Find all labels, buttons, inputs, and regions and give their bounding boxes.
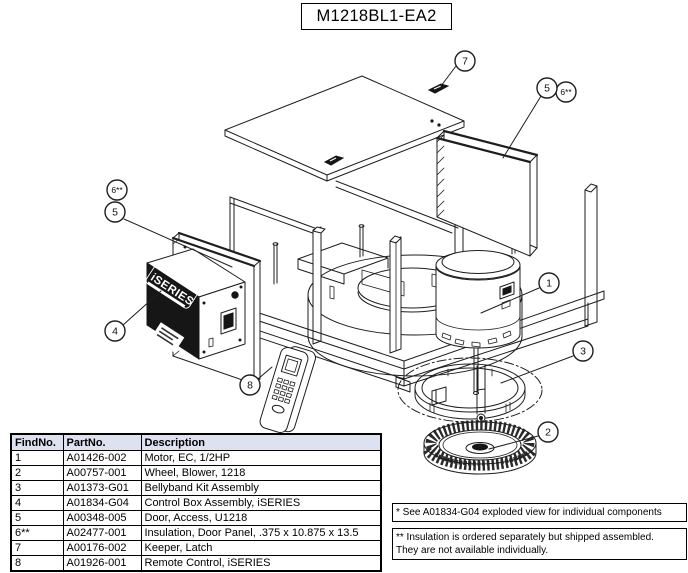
corner-posts <box>312 183 598 354</box>
parts-table-header: FindNo. PartNo. Description <box>10 433 382 451</box>
callout-8: 8 <box>239 374 261 396</box>
control-box: iSERIES <box>145 248 246 360</box>
footnote-2-line-1: ** Insulation is ordered separately but … <box>396 532 654 543</box>
motor-vents <box>441 330 512 348</box>
svg-text:1: 1 <box>546 278 552 290</box>
model-number: M1218BL1-EA2 <box>316 7 437 25</box>
callout-6-left: 6** <box>106 179 128 201</box>
col-findno: FindNo. <box>10 433 64 451</box>
control-box-label-sticker <box>151 322 185 353</box>
svg-text:6**: 6** <box>560 87 572 97</box>
callout-3: 3 <box>572 340 594 362</box>
callout-4: 4 <box>104 320 126 342</box>
svg-text:4: 4 <box>112 326 118 338</box>
svg-text:8: 8 <box>247 380 253 392</box>
svg-text:7: 7 <box>462 56 468 68</box>
svg-text:2: 2 <box>545 427 551 439</box>
svg-text:6**: 6** <box>111 185 123 195</box>
keeper-latch <box>323 83 450 166</box>
top-panel <box>224 75 465 182</box>
leader-lines <box>122 65 574 450</box>
callout-6-right: 6** <box>555 81 577 103</box>
callout-2: 2 <box>537 421 559 443</box>
callout-7: 7 <box>454 50 476 72</box>
col-partno: PartNo. <box>62 433 142 451</box>
model-title-box: M1218BL1-EA2 <box>301 3 452 30</box>
callout-5-right: 5 <box>536 77 558 99</box>
remote-control <box>259 346 316 434</box>
bellyband-kit <box>397 357 543 423</box>
svg-text:3: 3 <box>580 346 586 358</box>
footnote-single-asterisk: * See A01834-G04 exploded view for indiv… <box>392 503 687 522</box>
footnote-double-asterisk: ** Insulation is ordered separately but … <box>392 528 687 560</box>
footnote-2-line-2: They are not available individually. <box>396 545 549 556</box>
footnote-1-text: * See A01834-G04 exploded view for indiv… <box>396 507 662 518</box>
svg-text:5: 5 <box>544 83 550 95</box>
callout-5-left: 5 <box>104 201 126 223</box>
blower-wheel <box>423 420 537 475</box>
callout-1: 1 <box>538 272 560 294</box>
right-door-panel <box>435 129 539 257</box>
col-description: Description <box>140 433 382 451</box>
motor <box>435 250 521 395</box>
svg-text:5: 5 <box>112 207 118 219</box>
